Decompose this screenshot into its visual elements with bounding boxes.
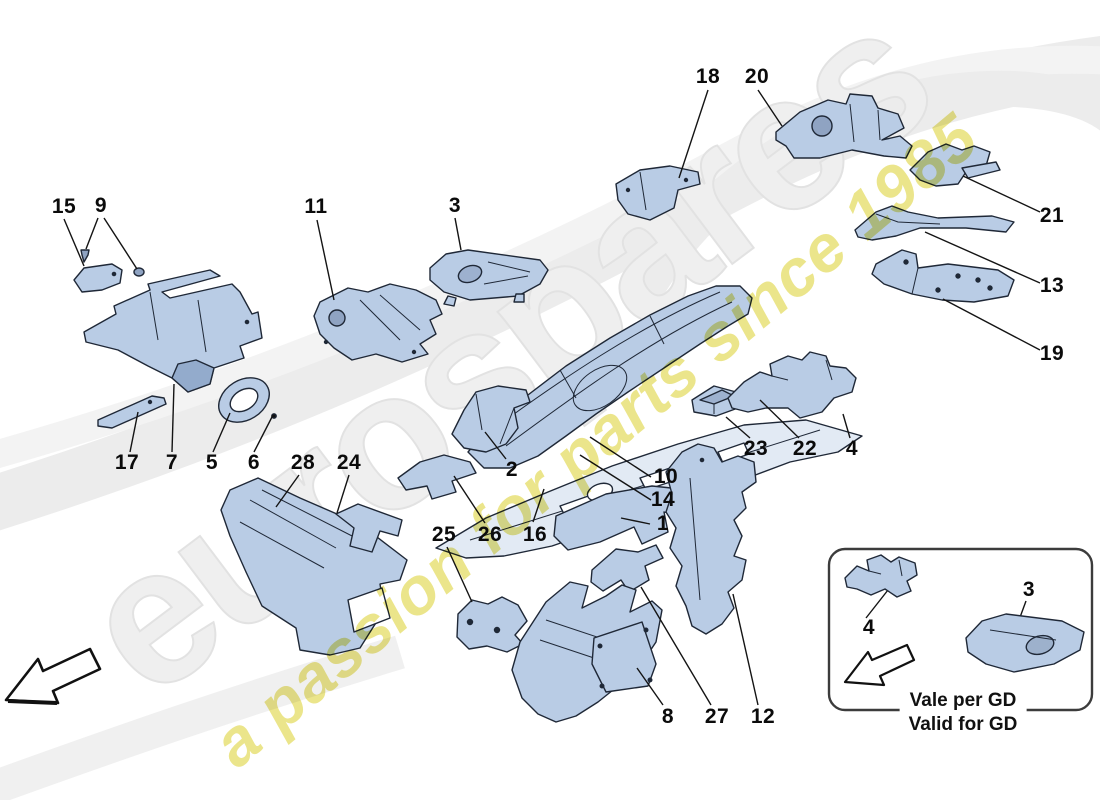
- callout-12: 12: [750, 705, 776, 728]
- callout-1: 1: [656, 512, 670, 535]
- callout-5: 5: [205, 451, 219, 474]
- part-13-shape: [854, 205, 1015, 241]
- callout-3: 3: [448, 194, 462, 217]
- part-18-shape: [615, 165, 701, 221]
- callout-18: 18: [695, 65, 721, 88]
- inset-box: [827, 547, 1094, 712]
- callout-gd-4: 4: [862, 616, 876, 639]
- part-19-shape: [871, 249, 1015, 303]
- callout-4: 4: [845, 437, 859, 460]
- callout-27: 27: [704, 705, 730, 728]
- part-12-shape: [665, 443, 757, 635]
- callout-10: 10: [653, 465, 679, 488]
- part-27-shape: [590, 544, 664, 593]
- callout-23: 23: [743, 437, 769, 460]
- callout-16: 16: [522, 523, 548, 546]
- part-3-shape: [429, 249, 549, 307]
- callout-21: 21: [1039, 204, 1065, 227]
- part-20-shape: [775, 93, 913, 159]
- part-24-shape: [335, 503, 403, 553]
- part-tunnel-shape: [467, 285, 753, 469]
- callout-25: 25: [431, 523, 457, 546]
- callout-15: 15: [51, 195, 77, 218]
- part-8-shape: [511, 581, 663, 723]
- part-26-shape: [397, 454, 477, 500]
- callout-11: 11: [304, 195, 328, 218]
- callout-28: 28: [290, 451, 316, 474]
- callout-13: 13: [1039, 274, 1065, 297]
- part-9-fasteners: [80, 249, 145, 277]
- part-25-shape: [456, 596, 528, 653]
- callout-9: 9: [94, 194, 108, 217]
- part-3-gd-shape: [965, 613, 1085, 673]
- callout-8: 8: [661, 705, 675, 728]
- leader-lines: [63, 89, 1041, 706]
- callout-14: 14: [650, 488, 676, 511]
- inset-caption-line1: Vale per GD: [909, 690, 1017, 711]
- direction-arrow: [4, 647, 102, 705]
- part-15-shape: [73, 263, 123, 293]
- part-5-shape: [218, 377, 270, 423]
- inset-direction-arrow: [843, 643, 916, 687]
- callout-19: 19: [1039, 342, 1065, 365]
- callout-22: 22: [792, 437, 818, 460]
- part-7-shape: [83, 269, 263, 393]
- background-swoosh: [0, 35, 1100, 800]
- inset-caption-line2: Valid for GD: [908, 714, 1018, 736]
- callout-7: 7: [165, 451, 179, 474]
- callout-2: 2: [505, 458, 519, 481]
- callout-6: 6: [247, 451, 261, 474]
- part-2-shape: [451, 385, 531, 453]
- part-17-shape: [97, 395, 167, 429]
- parts-layer: [73, 93, 1015, 723]
- callout-17: 17: [114, 451, 140, 474]
- part-21-shape: [909, 143, 1001, 187]
- callout-20: 20: [744, 65, 770, 88]
- part-4-gd-shape: [844, 554, 918, 598]
- callout-24: 24: [336, 451, 362, 474]
- callout-26: 26: [477, 523, 503, 546]
- part-11-shape: [313, 283, 443, 363]
- inset-caption: Vale per GD Valid for GD: [899, 689, 1027, 738]
- callout-gd-3: 3: [1022, 578, 1036, 601]
- part-4-shape: [727, 351, 857, 419]
